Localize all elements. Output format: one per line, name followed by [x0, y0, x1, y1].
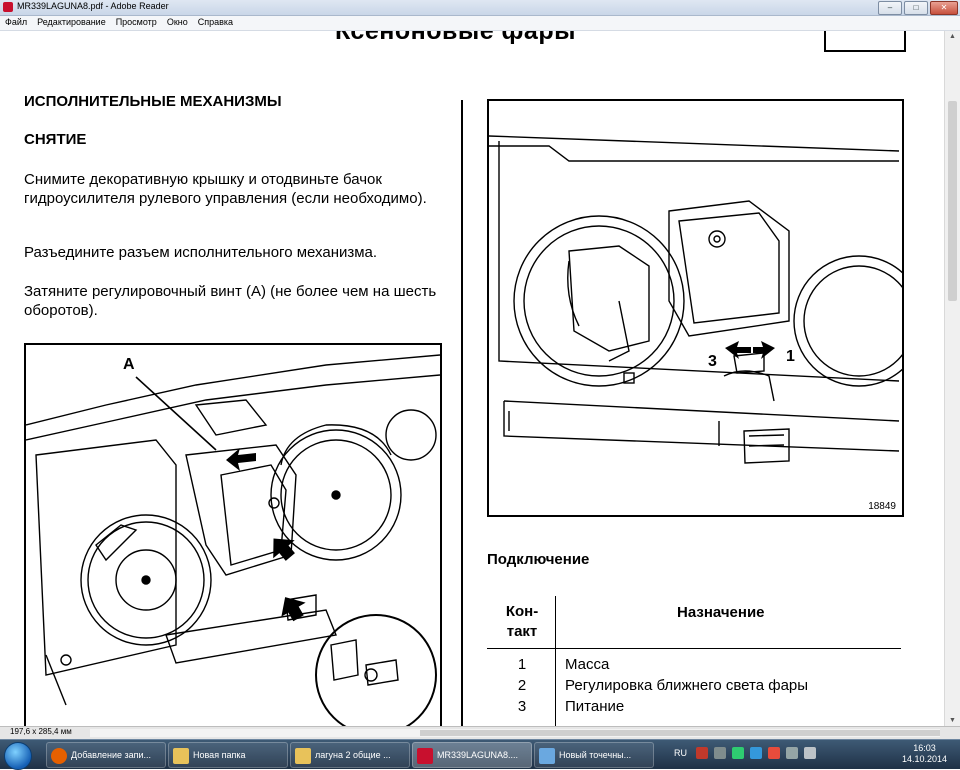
section-title: ИСПОЛНИТЕЛЬНЫЕ МЕХАНИЗМЫ — [24, 93, 282, 110]
taskbar-button-firefox[interactable]: Добавление запи... — [46, 742, 166, 768]
table-cell-contact: 2 — [517, 677, 527, 694]
table-cell-purpose: Регулировка ближнего света фары — [565, 677, 809, 694]
menu-view[interactable]: Просмотр — [115, 17, 157, 27]
table-header-purpose: Назначение — [677, 604, 765, 621]
headlight-drawing-right — [488, 135, 925, 464]
update-icon[interactable] — [750, 747, 762, 759]
antivirus-icon[interactable] — [696, 747, 708, 759]
taskbar-button-pdf[interactable]: MR339LAGUNA8.... — [412, 742, 532, 768]
menu-bar: Файл Редактирование Просмотр Окно Справк… — [0, 16, 960, 31]
instruction-paragraph-3: Затяните регулировочный винт (А) (не бол… — [24, 283, 437, 319]
table-header-contact-line1: Кон-такт — [505, 603, 539, 640]
connector-pin-label-3: 3 — [708, 353, 717, 370]
network-icon[interactable] — [714, 747, 726, 759]
banner-box — [824, 31, 906, 52]
taskbar-button-label: лагуна 2 общие ... — [315, 750, 391, 760]
scroll-up-icon[interactable]: ▲ — [949, 33, 956, 40]
page-size-readout: 197,6 x 285,4 мм — [10, 727, 72, 736]
system-tray: RU 16:03 14.10.2014 — [668, 740, 960, 769]
taskbar: Добавление запи... Новая папка лагуна 2 … — [0, 739, 960, 770]
table-cell-contact: 1 — [517, 656, 527, 673]
folder-icon — [295, 747, 311, 764]
maximize-button[interactable]: □ — [904, 1, 928, 15]
vertical-scrollbar[interactable]: ▲ ▼ — [944, 31, 960, 726]
table-row: 2 Регулировка ближнего света фары — [487, 677, 901, 697]
scroll-down-icon[interactable]: ▼ — [949, 717, 956, 724]
paint-icon — [539, 747, 555, 764]
menu-window[interactable]: Окно — [166, 17, 188, 27]
horizontal-scroll-thumb[interactable] — [420, 730, 940, 736]
language-indicator[interactable]: RU — [674, 748, 687, 758]
taskbar-button-paint[interactable]: Новый точечны... — [534, 742, 654, 768]
status-bar: 197,6 x 285,4 мм — [0, 726, 960, 739]
table-header-contact: Кон-такт — [497, 602, 547, 642]
document-view[interactable]: Ксеноновые фары ИСПОЛНИТЕЛЬНЫЕ МЕХАНИЗМЫ… — [0, 31, 944, 726]
headlight-drawing-left — [25, 354, 441, 726]
volume-icon[interactable] — [804, 747, 816, 759]
connection-table: Кон-такт Назначение 1 Масса 2 Регулировк… — [487, 594, 901, 726]
taskbar-button-laguna-folder[interactable]: лагуна 2 общие ... — [290, 742, 410, 768]
taskbar-button-label: Новая папка — [193, 750, 246, 760]
figure-label-a: A — [123, 356, 135, 373]
flag-icon[interactable] — [768, 747, 780, 759]
subsection-title: СНЯТИЕ — [24, 131, 87, 148]
title-bar: MR339LAGUNA8.pdf - Adobe Reader ‒ □ ✕ — [0, 0, 960, 16]
figure-code: 18849 — [868, 501, 896, 512]
table-column-divider — [555, 596, 556, 726]
connector-figure: 3 1 18849 — [487, 99, 925, 517]
taskbar-button-new-folder[interactable]: Новая папка — [168, 742, 288, 768]
firefox-icon — [51, 747, 67, 764]
taskbar-button-label: MR339LAGUNA8.... — [437, 750, 519, 760]
instruction-paragraph-2: Разъедините разъем исполнительного механ… — [24, 244, 378, 261]
close-button[interactable]: ✕ — [930, 1, 958, 15]
window-title: MR339LAGUNA8.pdf - Adobe Reader — [17, 1, 169, 11]
menu-help[interactable]: Справка — [197, 17, 234, 27]
table-cell-purpose: Масса — [565, 656, 610, 673]
table-header-divider — [487, 648, 901, 649]
tray-icons — [696, 747, 816, 759]
actuator-removal-figure: A — [24, 343, 442, 726]
table-cell-contact: 3 — [517, 698, 527, 715]
connection-title: Подключение — [487, 551, 590, 568]
table-row: 3 Питание — [487, 698, 901, 718]
nvidia-icon[interactable] — [732, 747, 744, 759]
adobe-reader-icon — [3, 2, 13, 12]
column-divider — [461, 100, 463, 726]
clock-date: 14.10.2014 — [902, 754, 948, 764]
table-row: 1 Масса — [487, 656, 901, 676]
connector-pin-label-1: 1 — [786, 348, 795, 365]
clock-time: 16:03 — [913, 743, 936, 753]
horizontal-scrollbar[interactable] — [90, 729, 940, 737]
folder-icon — [173, 747, 189, 764]
taskbar-button-label: Новый точечны... — [559, 750, 632, 760]
start-button[interactable] — [4, 742, 32, 770]
clock[interactable]: 16:03 14.10.2014 — [902, 743, 947, 765]
minimize-button[interactable]: ‒ — [878, 1, 902, 15]
menu-file[interactable]: Файл — [5, 17, 28, 27]
instruction-paragraph-1: Снимите декоративную крышку и отодвиньте… — [24, 171, 427, 207]
window-controls: ‒ □ ✕ — [878, 1, 958, 15]
menu-edit[interactable]: Редактирование — [37, 17, 106, 27]
vertical-scroll-thumb[interactable] — [948, 101, 957, 301]
table-cell-purpose: Питание — [565, 698, 625, 715]
pdf-icon — [417, 747, 433, 764]
page-banner-title: Ксеноновые фары — [335, 31, 576, 45]
signal-icon[interactable] — [786, 747, 798, 759]
taskbar-button-label: Добавление запи... — [71, 750, 152, 760]
